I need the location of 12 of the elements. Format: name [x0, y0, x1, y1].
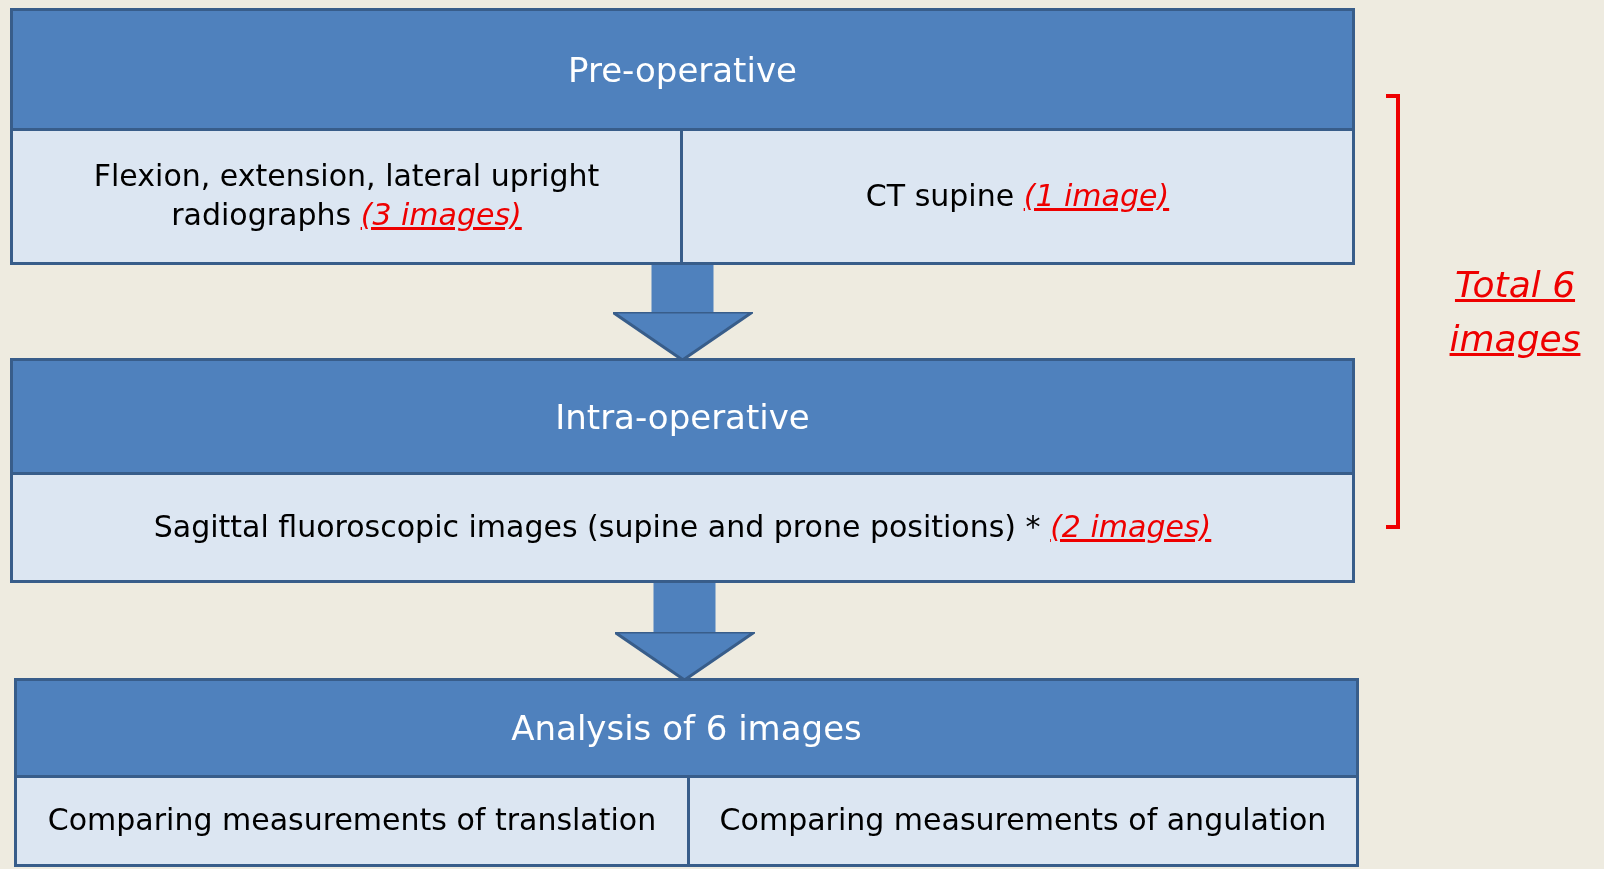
cell-text: Comparing measurements of translation — [47, 801, 657, 839]
section-heading: Intra-operative — [13, 361, 1352, 475]
cell-text: Flexion, extension, lateral upright radiographs (3 images) — [92, 157, 601, 234]
cell-text: CT supine (1 image) — [865, 176, 1170, 215]
cell-text: Comparing measurements of angulation — [719, 801, 1327, 839]
section-heading: Pre-operative — [13, 11, 1352, 131]
cell-text: Sagittal fluoroscopic images (supine and prone positions) * (2 images) — [153, 507, 1212, 546]
total-note: Total 6 images — [1448, 263, 1582, 361]
section-panel — [10, 8, 1355, 265]
section-heading: Analysis of 6 images — [17, 681, 1356, 778]
section-panel — [10, 358, 1355, 583]
section-panel — [14, 678, 1359, 867]
